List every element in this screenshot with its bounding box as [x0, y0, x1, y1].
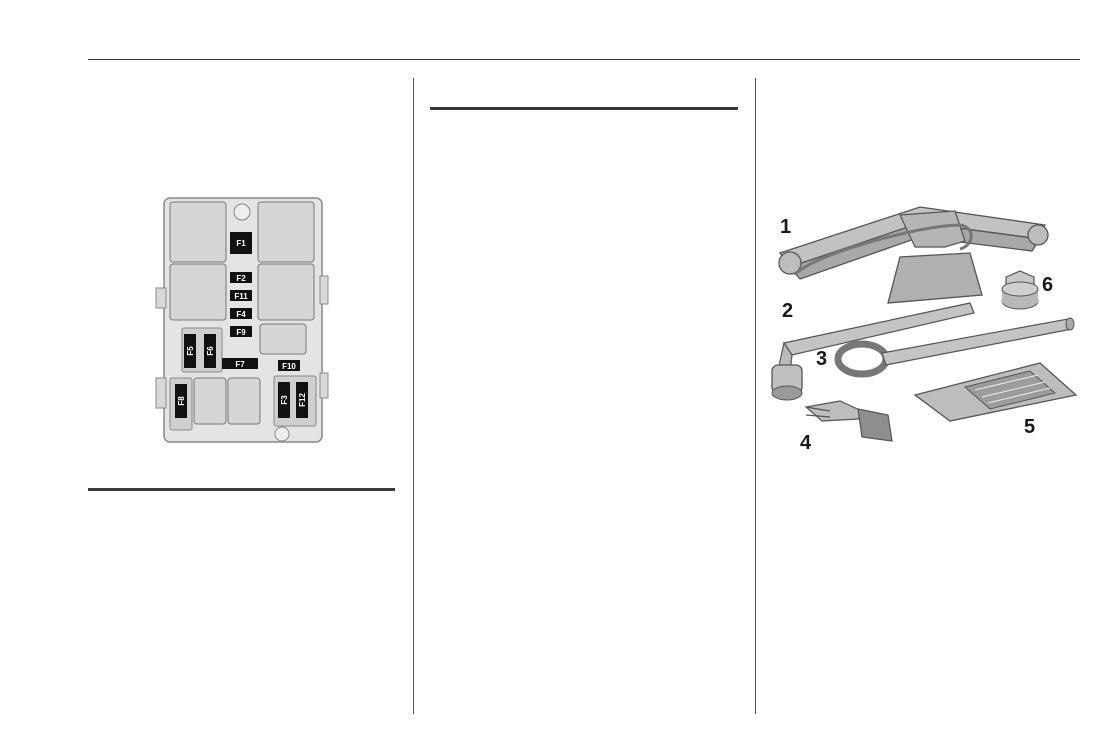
svg-text:F12: F12	[298, 393, 307, 407]
tool-kit-illustration: 1 6 2 3 5 4	[771, 206, 1078, 454]
side-clip-left-lower	[155, 377, 167, 409]
svg-text:F4: F4	[236, 310, 246, 319]
svg-text:F10: F10	[282, 362, 296, 371]
side-clip-left	[155, 287, 167, 309]
fuse-f5: F5	[184, 334, 196, 368]
relay-small-right	[259, 323, 307, 355]
fuse-f1: F1	[230, 232, 252, 254]
svg-text:F1: F1	[236, 239, 246, 248]
svg-text:F11: F11	[234, 292, 248, 301]
wheel-wrench	[771, 302, 975, 401]
fuse-f2: F2	[230, 272, 252, 283]
fuse-f7: F7	[222, 358, 258, 369]
fuse-f8: F8	[175, 384, 187, 418]
svg-text:F2: F2	[236, 274, 246, 283]
towing-eye	[834, 317, 1075, 378]
callout-2: 2	[782, 300, 793, 322]
svg-text:F6: F6	[206, 346, 215, 356]
fuse-f12: F12	[296, 382, 308, 418]
mount-hole-bottom	[274, 426, 290, 442]
mount-hole-top	[233, 203, 251, 221]
header-rule	[88, 59, 1080, 60]
section-rule-left	[88, 488, 395, 491]
tread-plate	[913, 362, 1078, 422]
relay-bottom-left	[193, 377, 227, 425]
relay-top-right	[257, 201, 315, 263]
column-divider-1	[413, 78, 414, 714]
fuse-f10: F10	[278, 360, 300, 371]
callout-3: 3	[816, 348, 827, 370]
side-clip-right-lower	[319, 372, 329, 399]
relay-mid-right	[257, 263, 315, 321]
svg-text:F5: F5	[186, 346, 195, 356]
fuse-f4: F4	[230, 308, 252, 319]
socket-adapter	[1001, 270, 1039, 310]
column-divider-2	[755, 78, 756, 714]
relay-bottom-mid	[227, 377, 261, 425]
callout-6: 6	[1042, 274, 1053, 296]
svg-text:F9: F9	[236, 328, 246, 337]
fuse-puller	[804, 400, 893, 442]
fuse-f9: F9	[230, 326, 252, 337]
svg-text:F7: F7	[235, 360, 245, 369]
fuse-box-illustration: F1 F2 F11 F4 F9 F5 F6 F7 F10 F8 F3	[155, 197, 329, 443]
fuse-f11: F11	[230, 290, 252, 301]
relay-top-left	[169, 201, 227, 263]
svg-text:F8: F8	[177, 396, 186, 406]
side-clip-right	[319, 275, 329, 305]
fuse-f3: F3	[278, 382, 290, 418]
callout-4: 4	[800, 432, 812, 454]
callout-1: 1	[780, 216, 791, 238]
scissor-jack	[778, 206, 1049, 304]
section-rule-middle	[430, 107, 738, 110]
relay-mid-left	[169, 263, 227, 321]
callout-5: 5	[1024, 416, 1035, 438]
svg-text:F3: F3	[280, 395, 289, 405]
fuse-f6: F6	[204, 334, 216, 368]
